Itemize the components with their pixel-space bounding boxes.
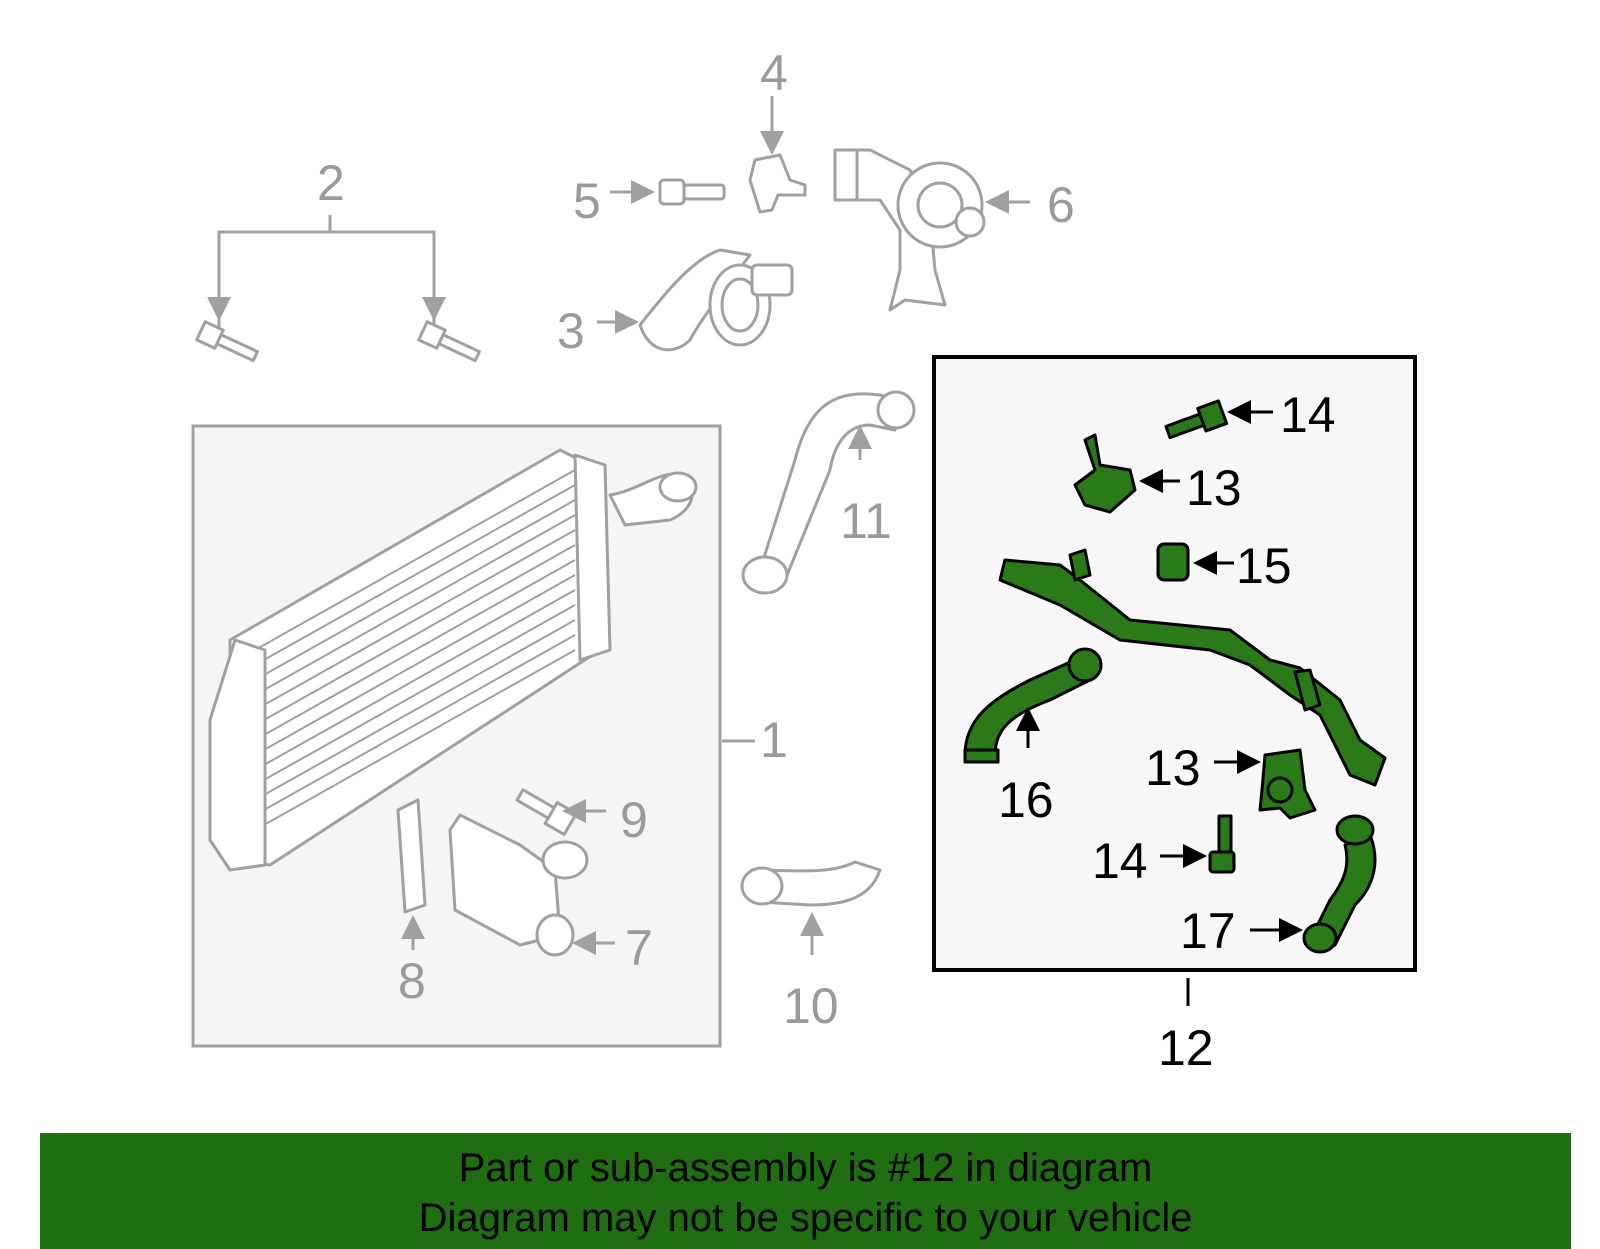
label-8: 8 <box>398 953 426 1009</box>
label-11: 11 <box>840 493 892 549</box>
label-4: 4 <box>760 45 788 101</box>
coolant-pipe <box>998 548 1387 787</box>
label-9: 9 <box>620 792 648 848</box>
part-15-bushing <box>1156 542 1234 582</box>
part-3-hose <box>597 248 794 352</box>
label-6: 6 <box>1047 177 1075 233</box>
part-6-pump <box>833 148 1030 312</box>
part-10-hose <box>740 860 882 955</box>
part-17-hose <box>1250 814 1377 954</box>
part-16-hose <box>963 647 1103 764</box>
part-11-tube <box>741 390 916 595</box>
banner-line-1: Part or sub-assembly is #12 in diagram <box>458 1146 1153 1190</box>
label-16: 16 <box>998 772 1054 828</box>
info-banner: Part or sub-assembly is #12 in diagram D… <box>40 1133 1571 1249</box>
label-14-bottom: 14 <box>1092 833 1148 889</box>
part-13-bracket-top <box>1073 433 1180 514</box>
part-4-sensor <box>748 96 807 214</box>
label-1: 1 <box>760 712 788 768</box>
label-10: 10 <box>783 978 839 1034</box>
part-14-bolt-bottom <box>1160 814 1236 874</box>
part-13-bracket-bottom <box>1214 748 1317 820</box>
label-3: 3 <box>557 303 585 359</box>
label-5: 5 <box>573 173 601 229</box>
label-12: 12 <box>1158 1020 1214 1076</box>
part-7-housing <box>448 813 615 957</box>
part-2-bolts <box>195 215 481 363</box>
assembly-box-12 <box>932 355 1417 972</box>
part-9-bolt <box>515 788 606 836</box>
label-7: 7 <box>625 920 653 976</box>
label-13-top: 13 <box>1186 460 1242 516</box>
label-15: 15 <box>1236 538 1292 594</box>
part-14-bolt-top <box>1164 399 1273 440</box>
part-1-intercooler <box>208 448 755 872</box>
banner-line-2: Diagram may not be specific to your vehi… <box>418 1196 1193 1240</box>
label-13-bottom: 13 <box>1145 740 1201 796</box>
label-14-top: 14 <box>1280 387 1336 443</box>
part-8-gasket <box>396 798 427 950</box>
label-17: 17 <box>1180 903 1236 959</box>
parts-diagram: 1 2 3 4 5 6 7 8 9 10 11 12 13 13 14 14 1… <box>191 45 1417 1076</box>
label-2: 2 <box>317 155 345 211</box>
part-5-bolt <box>610 178 726 206</box>
